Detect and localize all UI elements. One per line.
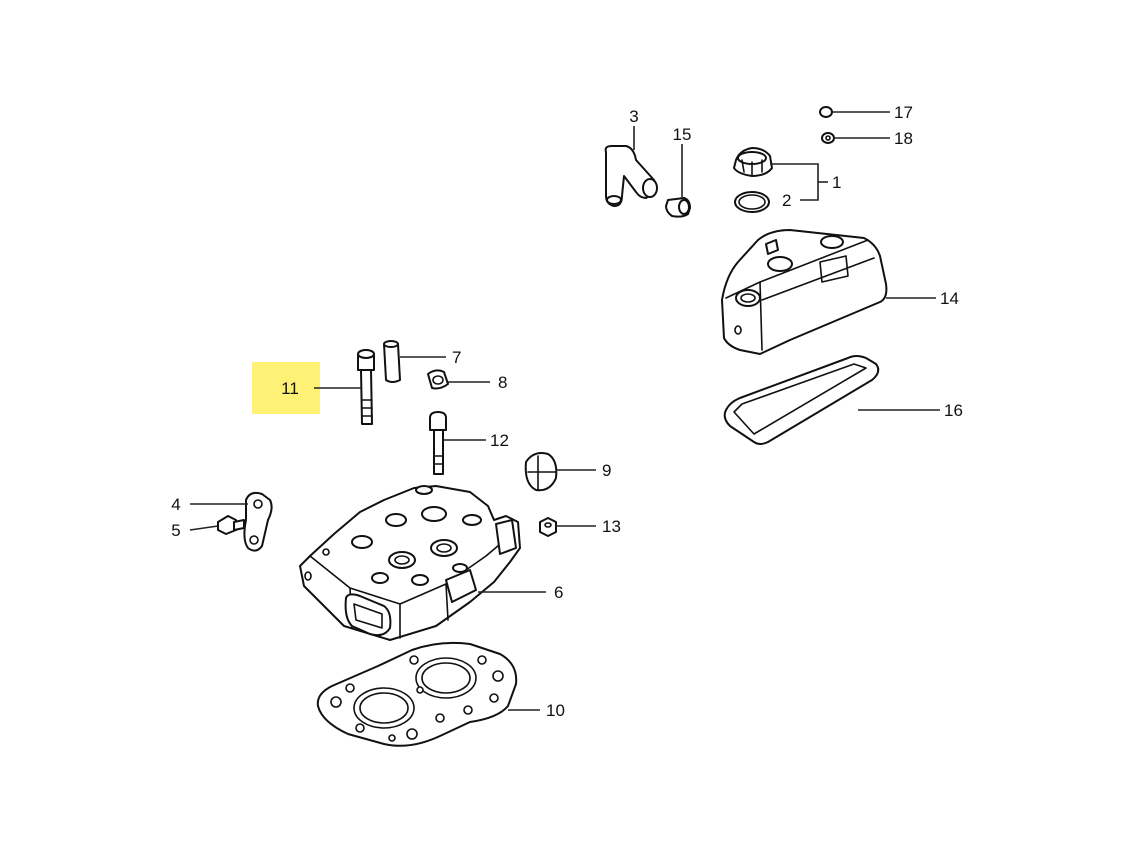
part-10-head-gasket[interactable]	[316, 641, 518, 747]
part-15-fitting[interactable]	[665, 197, 691, 218]
leader-1	[770, 163, 819, 201]
part-1-oil-filler-cap[interactable]	[733, 147, 773, 177]
leader-5	[189, 525, 219, 531]
callout-15[interactable]: 15	[673, 125, 692, 144]
part-2-o-ring[interactable]	[734, 191, 770, 213]
part-17-nut[interactable]	[819, 106, 833, 118]
part-3-breather-hose[interactable]	[604, 145, 658, 207]
callout-1[interactable]: 1	[832, 173, 841, 192]
part-8-washer[interactable]	[427, 369, 449, 390]
part-12-bolt[interactable]	[429, 411, 447, 475]
part-4-bracket[interactable]	[243, 491, 273, 552]
part-5-screw[interactable]	[217, 515, 245, 535]
part-6-cylinder-head[interactable]	[299, 485, 521, 641]
callout-3[interactable]: 3	[629, 107, 638, 126]
part-11-long-bolt[interactable]	[357, 349, 375, 425]
callout-11[interactable]: 11	[281, 379, 299, 398]
callout-2[interactable]: 2	[782, 191, 791, 210]
callout-9[interactable]: 9	[602, 461, 611, 480]
callout-13[interactable]: 13	[602, 517, 621, 536]
callout-4[interactable]: 4	[171, 495, 180, 514]
callout-18[interactable]: 18	[894, 129, 913, 148]
leader-lines	[189, 111, 940, 711]
callout-10[interactable]: 10	[546, 701, 565, 720]
callout-12[interactable]: 12	[490, 431, 509, 450]
callout-5[interactable]: 5	[171, 521, 180, 540]
part-13-nut[interactable]	[539, 517, 557, 537]
callout-8[interactable]: 8	[498, 373, 507, 392]
part-18-washer[interactable]	[821, 132, 835, 144]
part-14-valve-cover[interactable]	[721, 229, 888, 355]
callout-16[interactable]: 16	[944, 401, 963, 420]
part-16-cover-gasket[interactable]	[723, 355, 880, 445]
callout-6[interactable]: 6	[554, 583, 563, 602]
part-9-plug[interactable]	[524, 452, 558, 492]
callout-17[interactable]: 17	[894, 103, 913, 122]
callout-7[interactable]: 7	[452, 348, 461, 367]
callout-labels: 3 15 17 18 1 2 14 16 11 7 8 12 9 13 4 5 …	[171, 103, 963, 720]
callout-14[interactable]: 14	[940, 289, 959, 308]
callout-11-highlight	[252, 362, 320, 414]
part-7-sleeve[interactable]	[383, 340, 401, 383]
